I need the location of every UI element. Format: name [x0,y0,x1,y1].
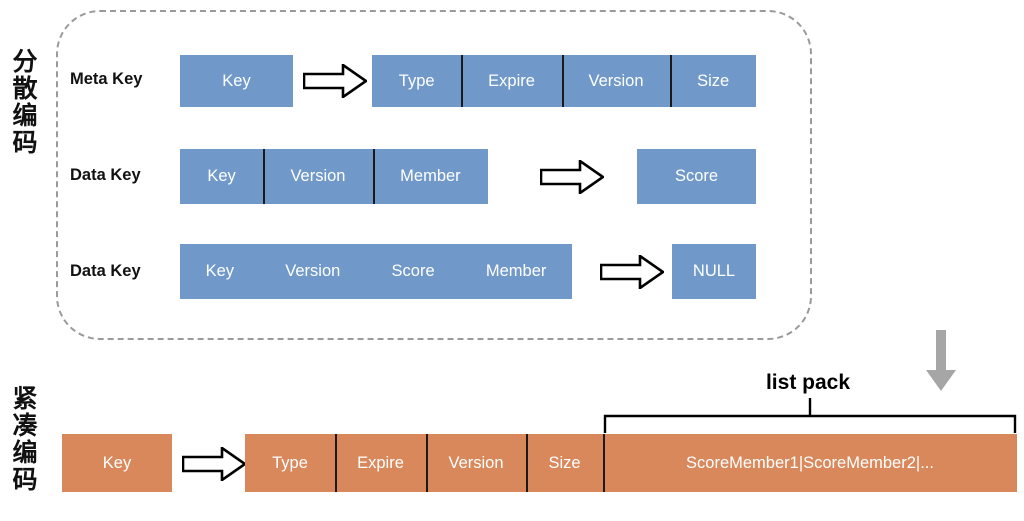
section-label-compact-char-4: 码 [12,465,38,494]
data-key-sm-segment-member: Member [485,262,547,280]
scattered-encoding-group [56,10,812,340]
compact-value-segment-listpack: ScoreMember1|ScoreMember2|... [603,434,1017,492]
data-key-sm-segment-score: Score [391,262,435,280]
meta-key-arrow-icon [303,64,367,98]
row-caption-data-key-score-member: Data Key [70,262,141,280]
data-key-member-key-bar: Key Version Member [180,149,488,204]
meta-key-segment-key: Key [222,71,251,90]
row-caption-meta-key: Meta Key [70,70,143,88]
section-label-compact-char-3: 编 [12,438,38,467]
compact-value-segment-expire: Expire [335,434,426,492]
data-key-member-segment-member: Member [372,149,488,204]
meta-value-segment-size: Size [670,55,756,107]
compact-arrow-icon [182,447,246,481]
meta-key-key-bar: Key [180,55,293,107]
compact-key-bar: Key [62,434,172,492]
data-key-sm-segment-version: Version [285,262,341,280]
data-key-score-member-key-bar: Key Version Score Member [180,244,572,299]
data-key-score-member-value-bar: NULL [672,244,756,299]
data-value-segment-null: NULL [692,262,736,280]
list-pack-label: list pack [765,371,851,394]
data-value-segment-score: Score [674,167,719,185]
section-label-compact-char-2: 凑 [12,411,38,440]
compact-value-bar: Type Expire Version Size ScoreMember1|Sc… [245,434,1017,492]
section-label-scattered-char-1: 分 [12,47,38,76]
gray-down-arrow-icon [925,330,957,392]
data-key-member-segment-key: Key [207,167,236,185]
compact-segment-key: Key [102,453,132,472]
section-label-compact-char-1: 紧 [12,384,38,413]
section-label-compact: 紧 凑 编 码 [4,385,46,493]
row-caption-data-key-member: Data Key [70,166,141,184]
meta-key-value-bar: Type Expire Version Size [372,55,756,107]
data-key-sm-segment-key: Key [205,262,235,280]
section-label-scattered-char-2: 散 [12,74,38,103]
data-key-member-segment-version: Version [263,149,373,204]
compact-value-segment-type: Type [272,453,308,472]
section-label-scattered-char-4: 码 [12,128,38,157]
compact-value-segment-size: Size [526,434,603,492]
data-key-member-arrow-icon [540,160,604,194]
meta-value-segment-version: Version [561,55,671,107]
meta-value-segment-type: Type [398,71,435,90]
section-label-scattered: 分 散 编 码 [4,48,46,156]
section-label-scattered-char-3: 编 [12,101,38,130]
meta-value-segment-expire: Expire [461,55,561,107]
compact-value-segment-version: Version [426,434,526,492]
data-key-member-value-bar: Score [637,149,756,204]
data-key-score-member-arrow-icon [600,255,664,289]
list-pack-bracket [603,396,1017,434]
